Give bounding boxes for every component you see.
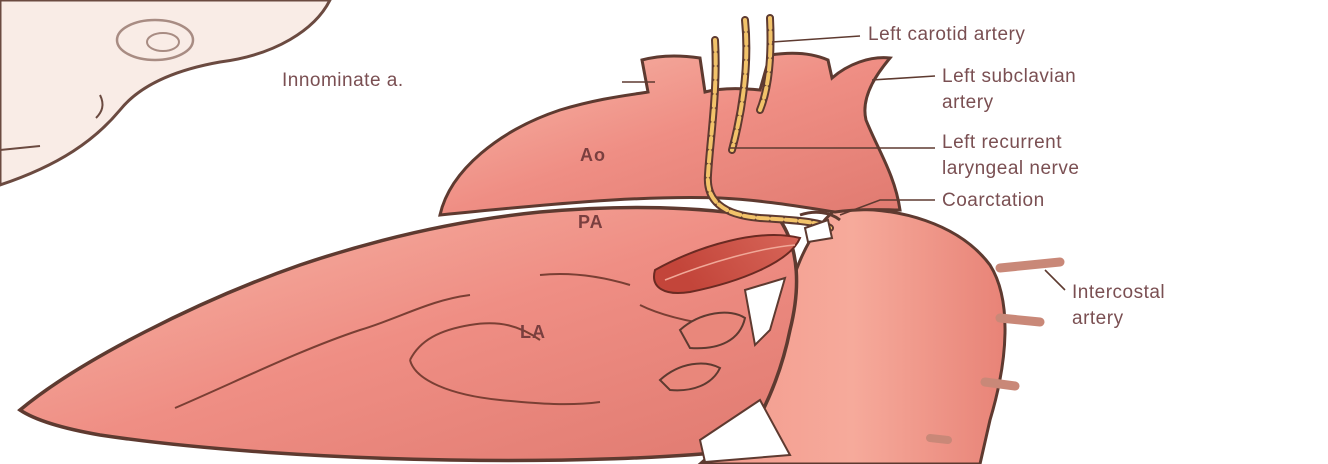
label-left-subclavian: Left subclavian artery (942, 64, 1076, 116)
aorta-tag: Ao (580, 145, 606, 166)
label-intercostal-line2: artery (1072, 306, 1165, 332)
label-recurrent-line1: Left recurrent (942, 130, 1079, 156)
pulmonary-artery-tag: PA (578, 212, 604, 233)
label-left-subclavian-line2: artery (942, 90, 1076, 116)
label-intercostal-line1: Intercostal (1072, 280, 1165, 306)
label-left-carotid: Left carotid artery (868, 22, 1025, 48)
body-silhouette (0, 0, 330, 185)
label-recurrent-line2: laryngeal nerve (942, 156, 1079, 182)
label-recurrent-laryngeal: Left recurrent laryngeal nerve (942, 130, 1079, 182)
label-coarctation: Coarctation (942, 188, 1045, 214)
aortic-arch (440, 53, 900, 220)
label-left-subclavian-line1: Left subclavian (942, 64, 1076, 90)
left-atrium-tag: LA (520, 322, 546, 343)
heart-body (20, 207, 797, 462)
label-innominate: Innominate a. (282, 68, 404, 94)
label-intercostal: Intercostal artery (1072, 280, 1165, 332)
